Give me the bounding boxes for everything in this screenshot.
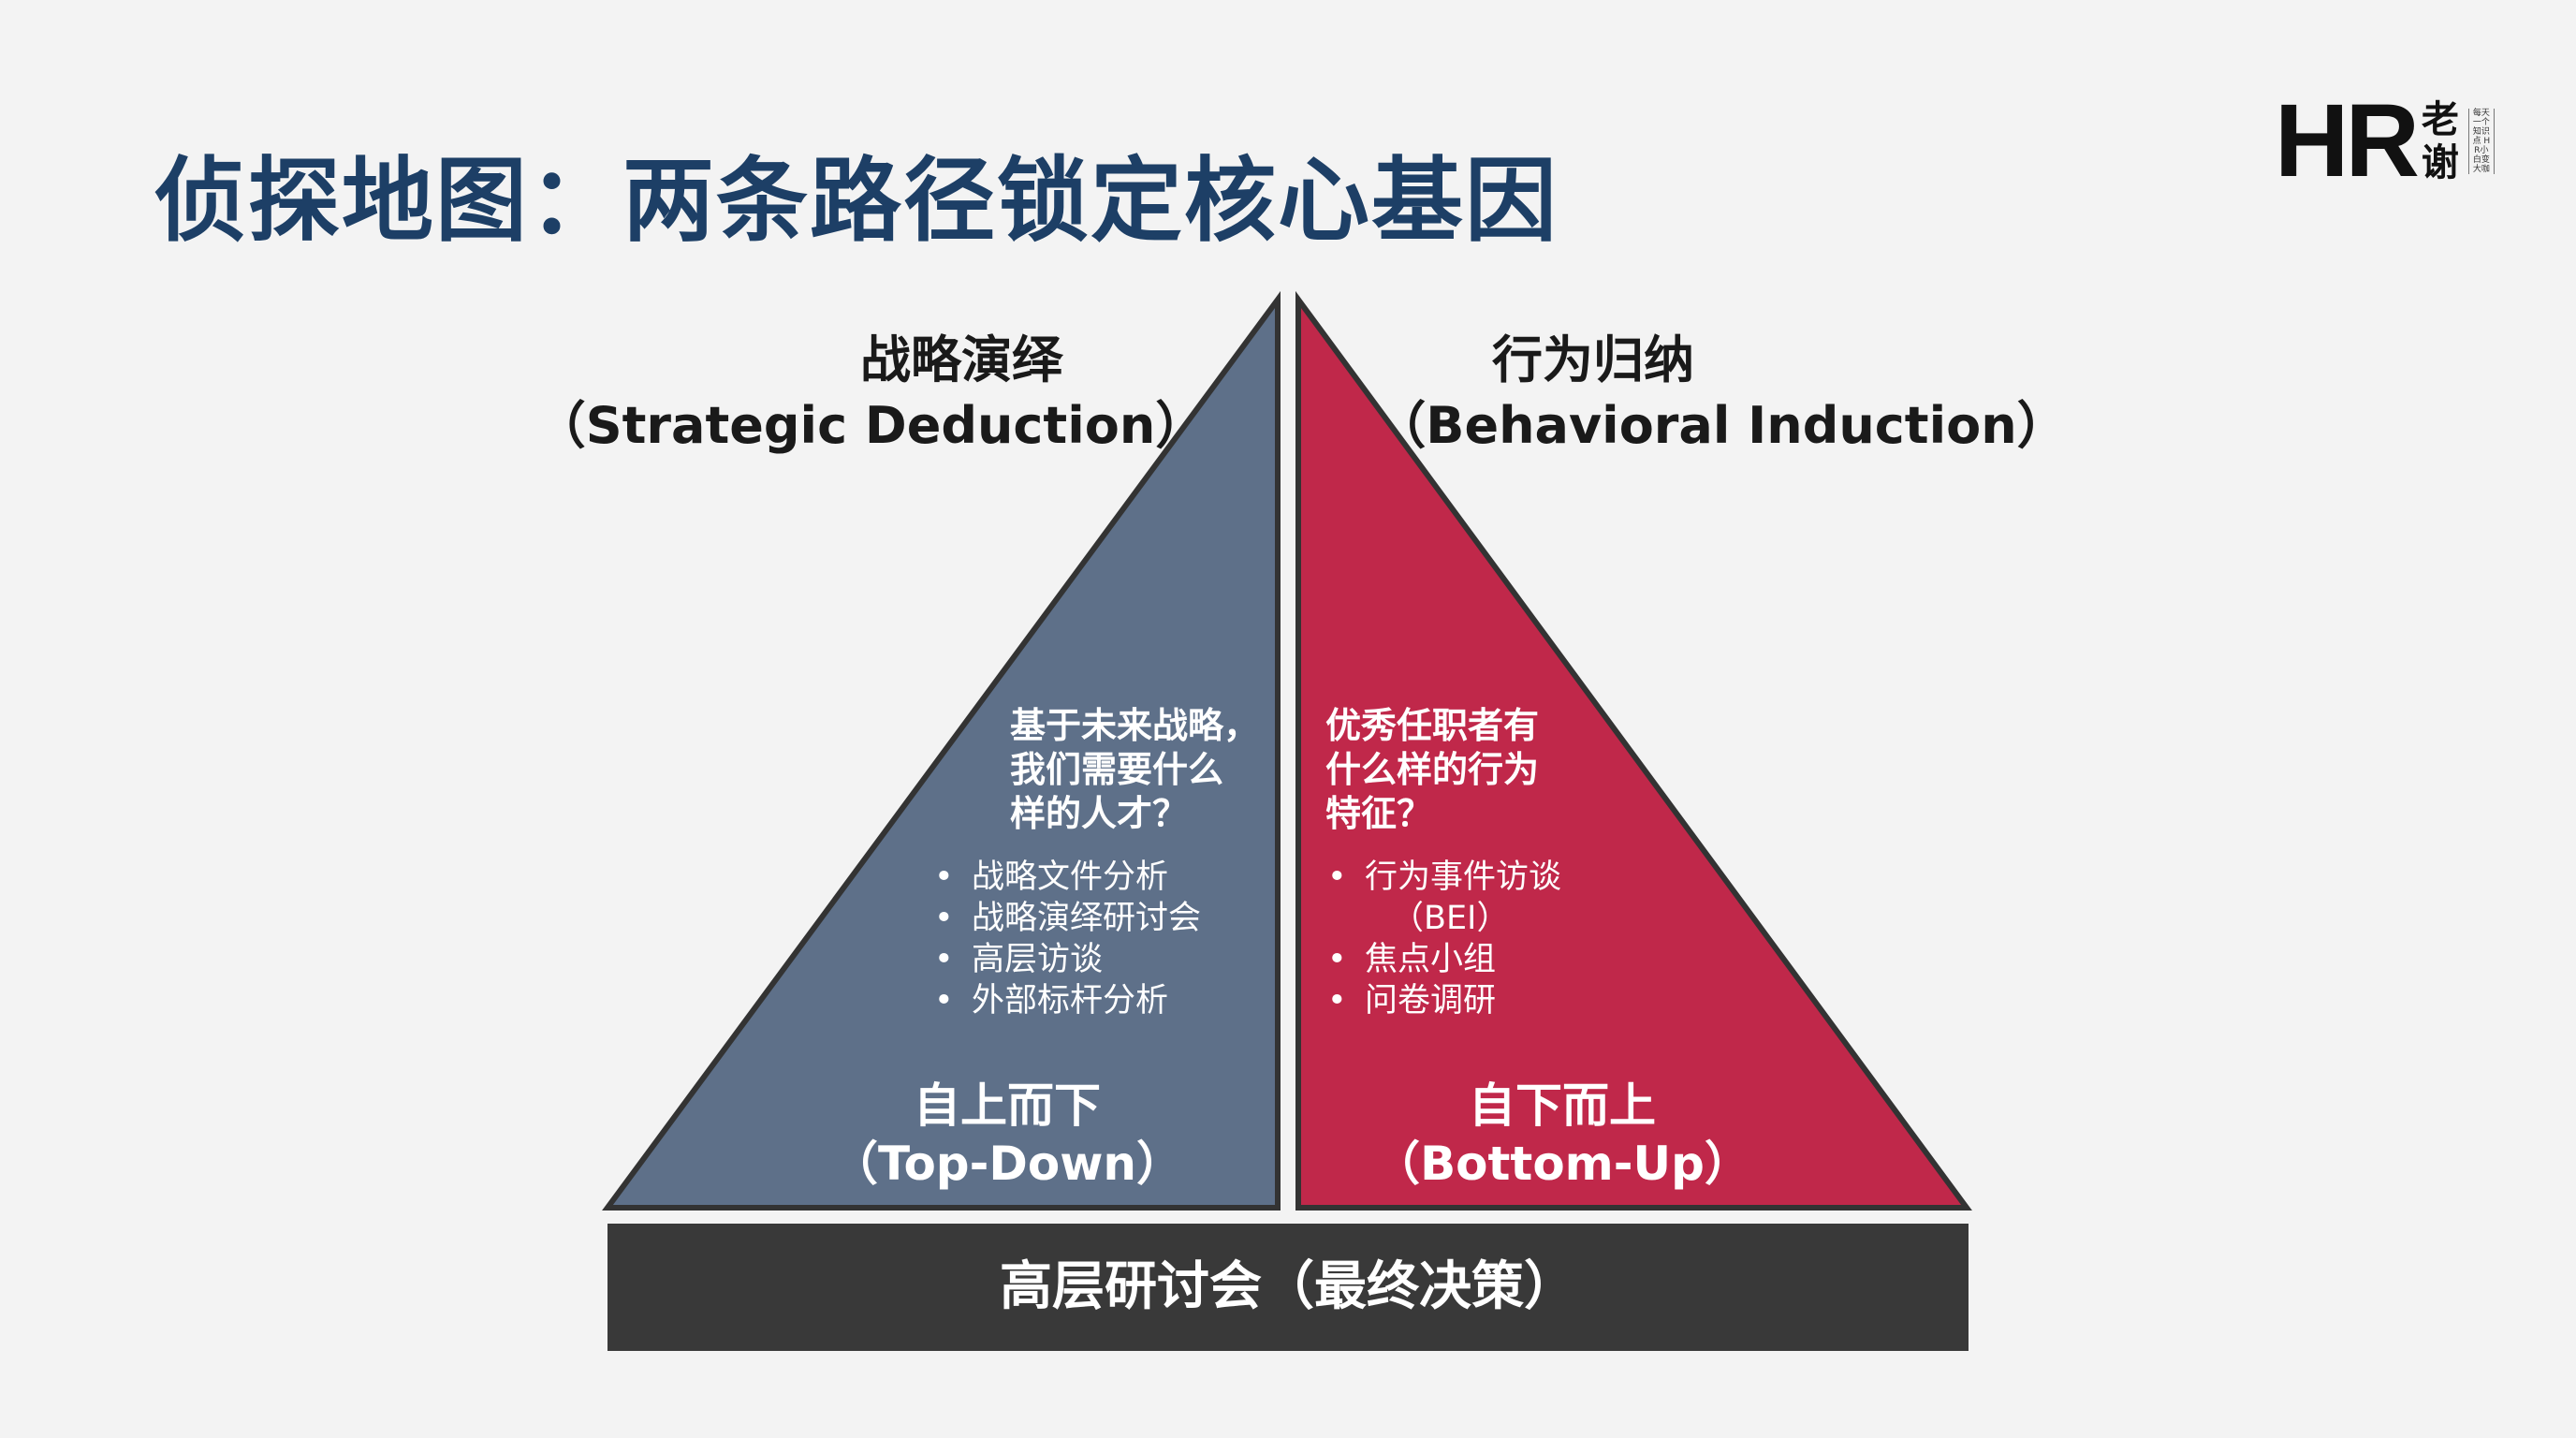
base-bar — [607, 1224, 1969, 1351]
question-line: 特征？ — [1325, 793, 1433, 834]
question-line: 基于未来战略， — [1010, 705, 1260, 746]
question-line: 样的人才？ — [1010, 793, 1189, 834]
left-heading-en: （Strategic Deduction） — [534, 396, 1207, 455]
left-bullets: 战略文件分析 战略演绎研讨会 高层访谈 外部标杆分析 — [934, 857, 1201, 1021]
list-item: 战略文件分析 — [934, 857, 1201, 898]
left-question: 基于未来战略， 我们需要什么 样的人才？ — [1010, 704, 1259, 836]
list-item: 战略演绎研讨会 — [934, 898, 1201, 939]
list-item: 高层访谈 — [934, 939, 1201, 980]
right-direction-en: （Bottom-Up） — [1373, 1137, 1751, 1191]
left-heading: 战略演绎 — [860, 330, 1062, 389]
question-line: 优秀任职者有 — [1325, 705, 1540, 746]
right-direction: 自下而上 — [1469, 1078, 1656, 1133]
question-line: 什么样的行为 — [1325, 749, 1540, 790]
list-item: 焦点小组 — [1327, 939, 1561, 980]
right-bullets: 行为事件访谈 （BEI） 焦点小组 问卷调研 — [1327, 857, 1561, 1021]
right-question: 优秀任职者有 什么样的行为 特征？ — [1325, 704, 1539, 836]
logo-tagline: 每天一个知识点 HR小白变大咖 — [2467, 109, 2495, 174]
logo-mark: HR — [2275, 83, 2420, 198]
list-item: 外部标杆分析 — [934, 980, 1201, 1021]
logo-name: 老谢 — [2421, 98, 2459, 184]
list-item: 问卷调研 — [1327, 980, 1561, 1021]
question-line: 我们需要什么 — [1010, 749, 1224, 790]
right-heading-en: （Behavioral Induction） — [1375, 396, 2068, 455]
page-title: 侦探地图：两条路径锁定核心基因 — [154, 148, 1559, 255]
base-bar-label: 高层研讨会（最终决策） — [1000, 1256, 1576, 1317]
logo: HR 老谢 每天一个知识点 HR小白变大咖 — [2275, 90, 2495, 193]
left-direction-en: （Top-Down） — [830, 1137, 1184, 1191]
right-heading: 行为归纳 — [1492, 330, 1694, 389]
list-item: 行为事件访谈 — [1327, 857, 1561, 898]
list-item-continuation: （BEI） — [1391, 900, 1510, 937]
left-direction: 自上而下 — [914, 1078, 1101, 1133]
